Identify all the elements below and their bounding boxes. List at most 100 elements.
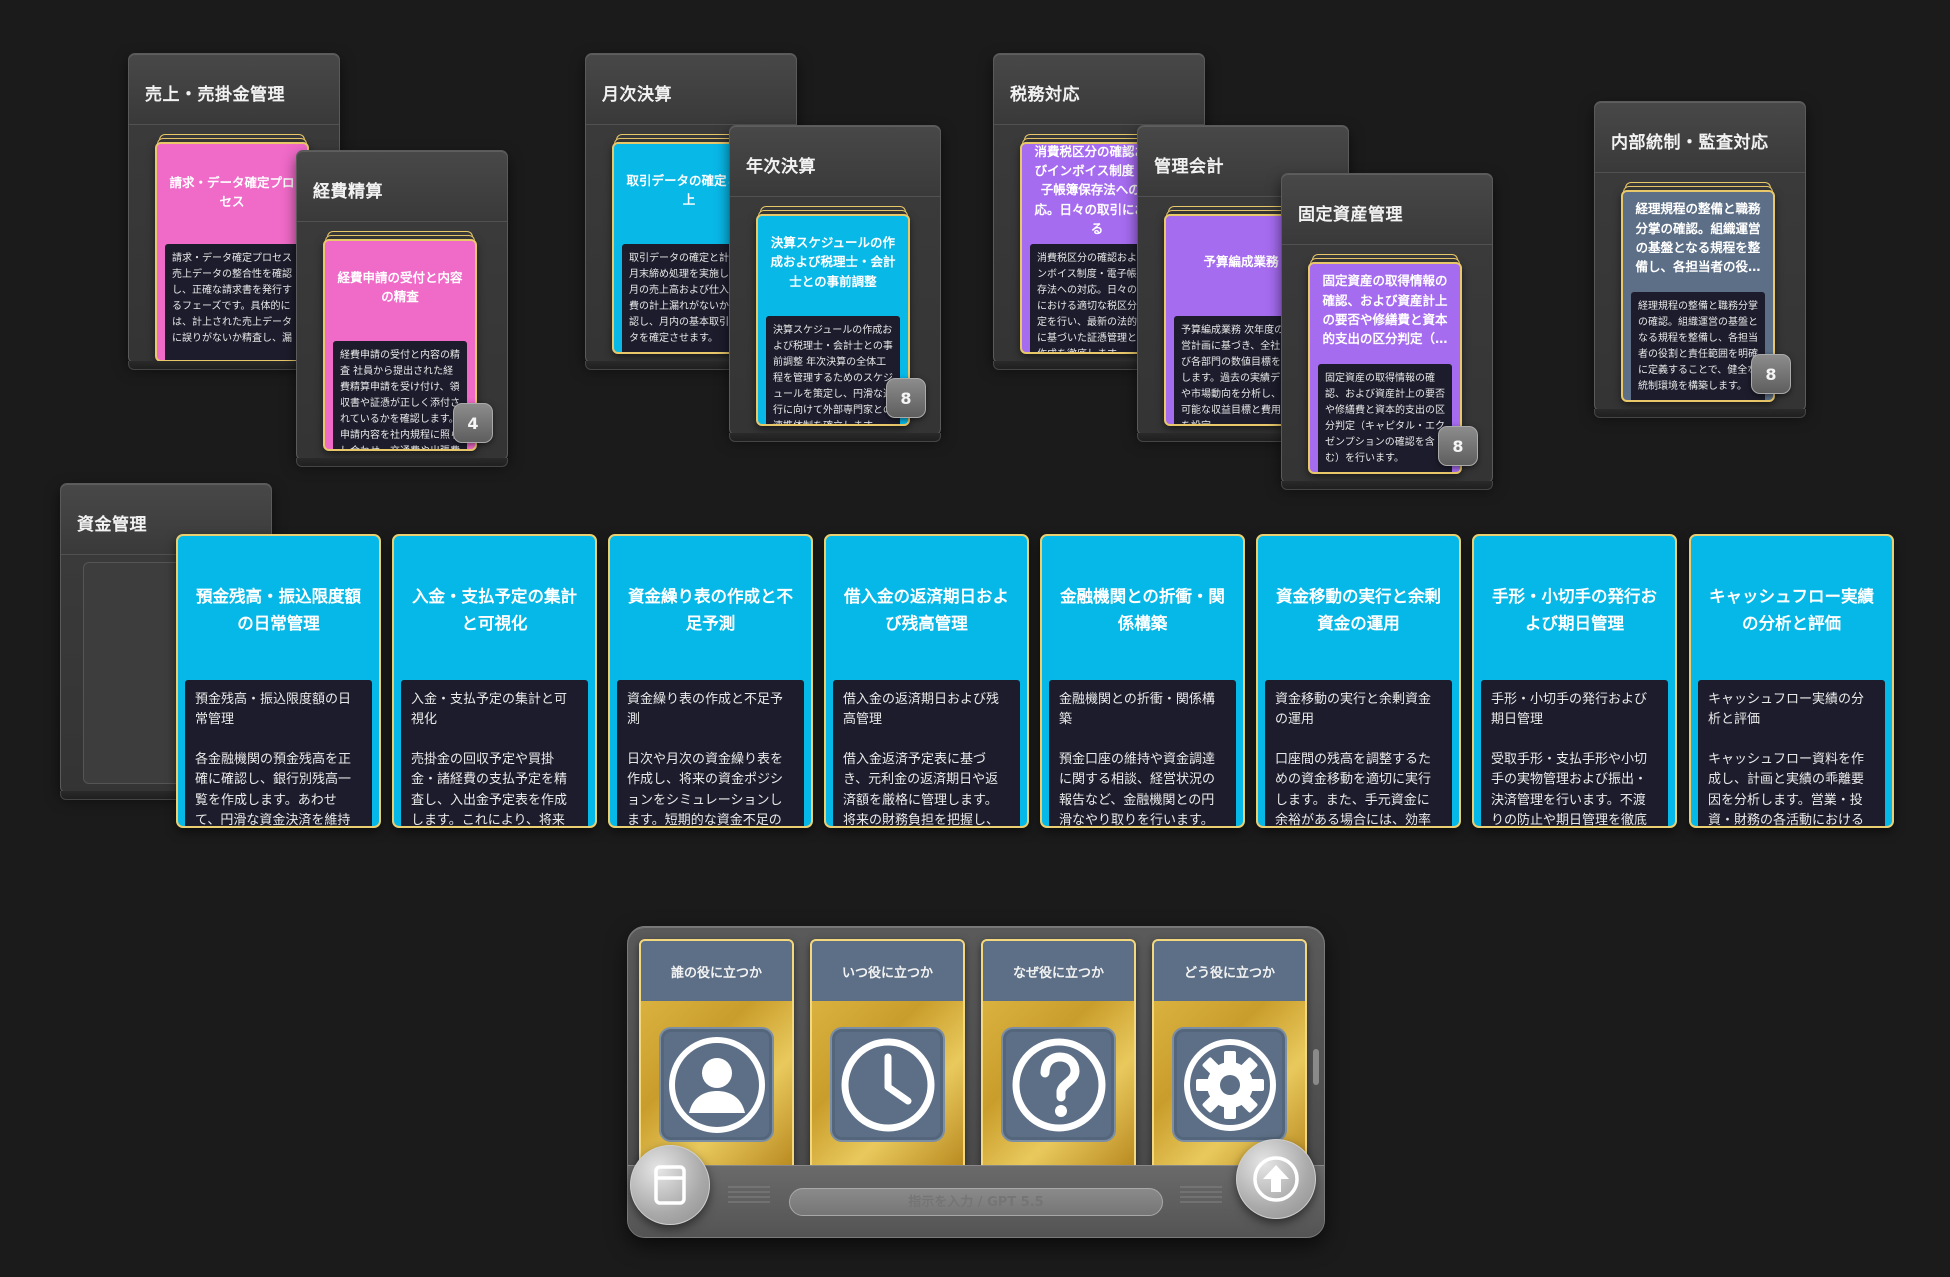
card-body-text: 借入金返済予定表に基づき、元利金の返済期日や返済額を厳格に管理します。将来の財務…: [843, 752, 1000, 826]
question-card-how[interactable]: どう役に立つか: [1152, 939, 1307, 1171]
user-icon: [659, 1027, 774, 1142]
card-head: 借入金の返済期日および残高管理: [844, 586, 1009, 633]
deck-title: 管理会計: [1154, 157, 1224, 177]
deck-annual[interactable]: 年次決算 決算スケジュールの作成および税理士・会計士との事前調整 決算スケジュー…: [729, 125, 941, 442]
cash-card[interactable]: 金融機関との折衝・関係構築 金融機関との折衝・関係構築 預金口座の維持や資金調達…: [1040, 534, 1245, 828]
card[interactable]: 経理規程の整備と職務分掌の確認。組織運営の基盤となる規程を整備し、各担当者の役……: [1621, 190, 1775, 402]
stack-edge: [157, 138, 307, 144]
card-body-title: 金融機関との折衝・関係構築: [1059, 692, 1215, 728]
card-body: 入金・支払予定の集計と可視化 売掛金の回収予定や買掛金・諸経費の支払予定を精査し…: [401, 680, 588, 826]
grip-left: [728, 1186, 770, 1206]
card-body-text: 口座間の残高を調整するための資金移動を適切に実行します。また、手元資金に余裕があ…: [1275, 752, 1432, 826]
send-button[interactable]: [1236, 1139, 1316, 1219]
count-badge: 8: [886, 378, 926, 418]
prompt-dock: [628, 1165, 1324, 1237]
card-body: 経費申請の受付と内容の精査 社員から提出された経費精算申請を受け付け、領収書や証…: [333, 341, 467, 449]
count-badge: 8: [1438, 426, 1478, 466]
card-body-title: 入金・支払予定の集計と可視化: [411, 692, 568, 728]
card[interactable]: 経費申請の受付と内容の精査 経費申請の受付と内容の精査 社員から提出された経費精…: [323, 239, 477, 451]
deck-title: 内部統制・監査対応: [1611, 133, 1769, 153]
card-body-text: 日次や月次の資金繰り表を作成し、将来の資金ポジションをシミュレーションします。短…: [627, 752, 784, 826]
card[interactable]: 請求・データ確定プロセス 請求・データ確定プロセス 売上データの整合性を確認し、…: [155, 142, 309, 362]
card-body: 資金移動の実行と余剰資金の運用 口座間の残高を調整するための資金移動を適切に実行…: [1265, 680, 1452, 826]
card-body-text: 売掛金の回収予定や買掛金・諸経費の支払予定を精査し、入出金予定表を作成します。こ…: [411, 752, 568, 826]
prompt-input[interactable]: [789, 1188, 1163, 1216]
stack-edge: [1623, 186, 1773, 192]
card-stack[interactable]: 決算スケジュールの作成および税理士・会計士との事前調整 決算スケジュールの作成お…: [756, 206, 910, 426]
gear-icon: [1172, 1027, 1287, 1142]
card-head: 金融機関との折衝・関係構築: [1060, 586, 1225, 633]
card-head: 経理規程の整備と職務分掌の確認。組織運営の基盤となる規程を整備し、各担当者の役…: [1635, 201, 1761, 275]
card-body: 経理規程の整備と職務分掌の確認。組織運営の基盤となる規程を整備し、各担当者の役割…: [1631, 292, 1765, 400]
card[interactable]: 決算スケジュールの作成および税理士・会計士との事前調整 決算スケジュールの作成お…: [756, 214, 910, 426]
deck-expense[interactable]: 経費精算 経費申請の受付と内容の精査 経費申請の受付と内容の精査 社員から提出さ…: [296, 150, 508, 467]
deck-sales[interactable]: 売上・売掛金管理 請求・データ確定プロセス 請求・データ確定プロセス 売上データ…: [128, 53, 340, 370]
cash-card[interactable]: 預金残高・振込限度額の日常管理 預金残高・振込限度額の日常管理 各金融機関の預金…: [176, 534, 381, 828]
card-body-title: キャッシュフロー実績の分析と評価: [1708, 692, 1865, 728]
cash-card[interactable]: 資金繰り表の作成と不足予測 資金繰り表の作成と不足予測 日次や月次の資金繰り表を…: [608, 534, 813, 828]
question-label: いつ役に立つか: [812, 941, 963, 1001]
count-badge: 4: [453, 403, 493, 443]
card-button[interactable]: [630, 1145, 710, 1225]
count-badge: 8: [1751, 354, 1791, 394]
card-body-title: 資金繰り表の作成と不足予測: [627, 692, 784, 728]
card-stack[interactable]: 固定資産の取得情報の確認、および資産計上の要否や修繕費と資本的支出の区分判定（……: [1308, 254, 1462, 474]
card-body-text: 預金口座の維持や資金調達に関する相談、経営状況の報告など、金融機関との円滑なやり…: [1059, 752, 1216, 826]
card-body-title: 借入金の返済期日および残高管理: [843, 692, 1000, 728]
card-body: 請求・データ確定プロセス 売上データの整合性を確認し、正確な請求書を発行するフェ…: [165, 244, 299, 360]
divider: [586, 124, 796, 125]
stack-edge: [760, 206, 906, 212]
clock-icon: [830, 1027, 945, 1142]
stack-edge: [1310, 258, 1460, 264]
card-body-text: 各金融機関の預金残高を正確に確認し、銀行別残高一覧を作成します。あわせて、円滑な…: [195, 752, 352, 826]
card-body: 固定資産の取得情報の確認、および資産計上の要否や修繕費と資本的支出の区分判定（キ…: [1318, 364, 1452, 472]
cash-card[interactable]: 借入金の返済期日および残高管理 借入金の返済期日および残高管理 借入金返済予定表…: [824, 534, 1029, 828]
card-stack[interactable]: 請求・データ確定プロセス 請求・データ確定プロセス 売上データの整合性を確認し、…: [155, 134, 309, 404]
question-label: 誰の役に立つか: [641, 941, 792, 1001]
card-stack[interactable]: 経費申請の受付と内容の精査 経費申請の受付と内容の精査 社員から提出された経費精…: [323, 231, 477, 451]
card-body: 預金残高・振込限度額の日常管理 各金融機関の預金残高を正確に確認し、銀行別残高一…: [185, 680, 372, 826]
card-body-title: 手形・小切手の発行および期日管理: [1491, 692, 1648, 728]
card-head: 予算編成業務: [1203, 254, 1279, 270]
stack-edge: [1312, 254, 1458, 260]
card-head: キャッシュフロー実績の分析と評価: [1709, 586, 1874, 633]
scrollbar[interactable]: [1313, 1049, 1319, 1085]
deck-fixed-assets[interactable]: 固定資産管理 固定資産の取得情報の確認、および資産計上の要否や修繕費と資本的支出…: [1281, 173, 1493, 490]
deck-title: 経費精算: [313, 182, 383, 202]
deck-title: 年次決算: [746, 157, 816, 177]
cash-card[interactable]: 入金・支払予定の集計と可視化 入金・支払予定の集計と可視化 売掛金の回収予定や買…: [392, 534, 597, 828]
card-head: 消費税区分の確認およびインボイス制度・電子帳簿保存法への対応。日々の取引における: [1034, 143, 1160, 237]
card-body: 決算スケジュールの作成および税理士・会計士との事前調整 年次決算の全体工程を管理…: [766, 316, 900, 424]
card-head: 手形・小切手の発行および期日管理: [1492, 586, 1657, 633]
card-body-title: 預金残高・振込限度額の日常管理: [195, 692, 352, 728]
card-body: 資金繰り表の作成と不足予測 日次や月次の資金繰り表を作成し、将来の資金ポジション…: [617, 680, 804, 826]
question-panel: 誰の役に立つか いつ役に立つか なぜ役に立つか: [627, 926, 1325, 1238]
card-head: 固定資産の取得情報の確認、および資産計上の要否や修繕費と資本的支出の区分判定（…: [1322, 273, 1448, 347]
cash-card[interactable]: 手形・小切手の発行および期日管理 手形・小切手の発行および期日管理 受取手形・支…: [1472, 534, 1677, 828]
card-body: 金融機関との折衝・関係構築 預金口座の維持や資金調達に関する相談、経営状況の報告…: [1049, 680, 1236, 826]
card-stack[interactable]: 経理規程の整備と職務分掌の確認。組織運営の基盤となる規程を整備し、各担当者の役……: [1621, 182, 1775, 402]
divider: [1282, 244, 1492, 245]
card-body-text: キャッシュフロー資料を作成し、計画と実績の乖離要因を分析します。営業・投資・財務…: [1708, 752, 1865, 826]
divider: [297, 221, 507, 222]
question-card-who[interactable]: 誰の役に立つか: [639, 939, 794, 1171]
deck-title: 税務対応: [1010, 85, 1080, 105]
question-label: どう役に立つか: [1154, 941, 1305, 1001]
card-icon: [654, 1165, 686, 1205]
card-head: 取引データの確定と計上: [626, 172, 752, 207]
card-head: 経費申請の受付と内容の精査: [337, 269, 463, 304]
deck-title: 資金管理: [77, 515, 147, 535]
deck-internal-control[interactable]: 内部統制・監査対応 経理規程の整備と職務分掌の確認。組織運営の基盤となる規程を整…: [1594, 101, 1806, 418]
card-head: 資金繰り表の作成と不足予測: [628, 586, 793, 633]
cash-card[interactable]: キャッシュフロー実績の分析と評価 キャッシュフロー実績の分析と評価 キャッシュフ…: [1689, 534, 1894, 828]
divider: [61, 554, 271, 555]
cash-card[interactable]: 資金移動の実行と余剰資金の運用 資金移動の実行と余剰資金の運用 口座間の残高を調…: [1256, 534, 1461, 828]
question-icon: [1001, 1027, 1116, 1142]
deck-title: 月次決算: [602, 85, 672, 105]
card[interactable]: 固定資産の取得情報の確認、および資産計上の要否や修繕費と資本的支出の区分判定（……: [1308, 262, 1462, 474]
card-body-title: 資金移動の実行と余剰資金の運用: [1275, 692, 1432, 728]
question-card-why[interactable]: なぜ役に立つか: [981, 939, 1136, 1171]
question-card-when[interactable]: いつ役に立つか: [810, 939, 965, 1171]
deck-title: 固定資産管理: [1298, 205, 1403, 225]
